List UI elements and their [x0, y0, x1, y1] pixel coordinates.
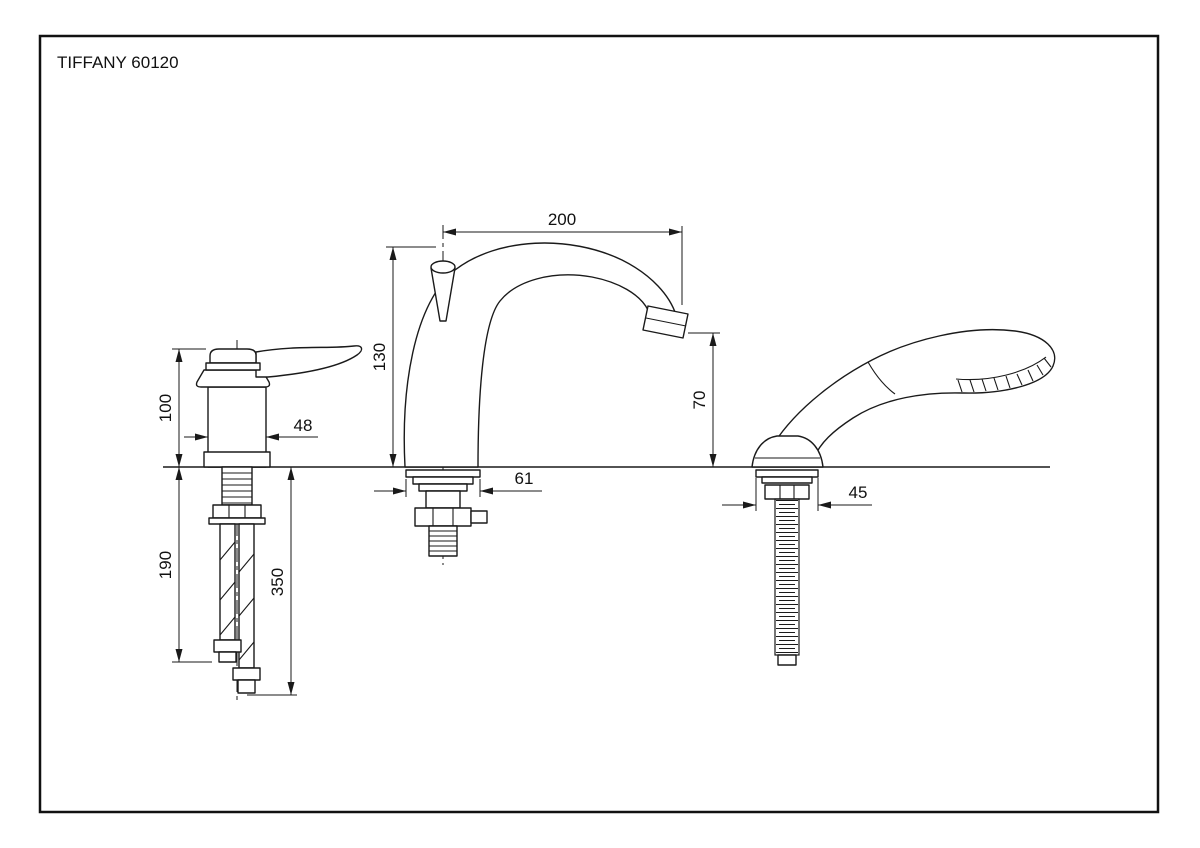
diverter-knob — [430, 260, 456, 322]
dim-mixer-width: 48 — [184, 416, 318, 441]
dim-label-mixer-height: 100 — [156, 394, 175, 422]
dim-label-outlet-height: 70 — [690, 391, 709, 410]
shower-head — [769, 328, 1056, 459]
shower-mount — [751, 435, 824, 468]
dim-shower-base: 45 — [722, 478, 872, 511]
dim-label-spout-reach: 200 — [548, 210, 576, 229]
mixer-handle-drawing — [195, 340, 363, 703]
spout-drawing — [403, 225, 689, 565]
drawing-title: TIFFANY 60120 — [57, 53, 179, 72]
mixer-lever — [255, 345, 363, 378]
dim-spout-height: 130 — [370, 246, 436, 467]
dim-spout-base: 61 — [374, 469, 542, 497]
dim-tail-length: 190 — [156, 467, 212, 663]
dim-label-shower-base: 45 — [849, 483, 868, 502]
dim-label-spout-height: 130 — [370, 343, 389, 371]
dim-label-tail-length: 190 — [156, 551, 175, 579]
shower-spray-face — [955, 356, 1052, 393]
dim-tail-total: 350 — [247, 467, 297, 696]
shower-hose — [774, 498, 800, 656]
dim-label-tail-total: 350 — [268, 568, 287, 596]
dim-mixer-height: 100 — [156, 348, 206, 467]
dim-label-spout-base: 61 — [515, 469, 534, 488]
hand-shower-drawing — [751, 328, 1056, 666]
dim-outlet-height: 70 — [688, 332, 720, 467]
dim-spout-reach: 200 — [443, 210, 683, 305]
dim-label-mixer-width: 48 — [294, 416, 313, 435]
